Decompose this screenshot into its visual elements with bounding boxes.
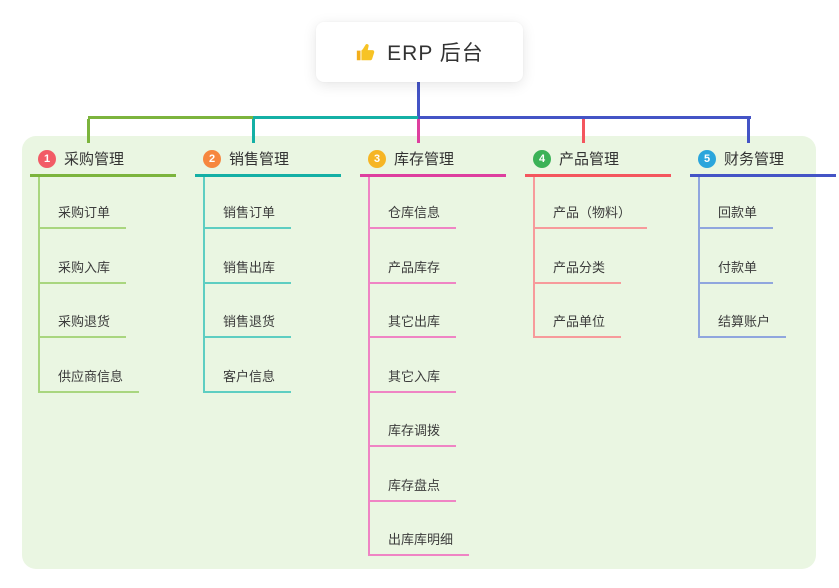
branch-number-badge: 3: [368, 149, 386, 168]
child-node[interactable]: 回款单: [700, 177, 836, 229]
child-node-label: 库存盘点: [370, 475, 457, 502]
branch-children: 仓库信息产品库存其它出库其它入库库存调拨库存盘点出库库明细: [368, 177, 506, 556]
branches-panel: [22, 136, 816, 569]
branch-number-badge: 5: [698, 149, 716, 168]
child-node-label: 出库库明细: [370, 529, 470, 556]
connector-line: [252, 119, 255, 143]
branch-number-badge: 4: [533, 149, 551, 168]
connector-line: [253, 116, 418, 119]
child-node-label: 仓库信息: [370, 202, 457, 229]
branch-children: 销售订单销售出库销售退货客户信息: [203, 177, 341, 393]
child-node-label: 客户信息: [205, 366, 292, 393]
connector-line: [417, 119, 420, 143]
child-node-label: 库存调拨: [370, 420, 457, 447]
child-node[interactable]: 产品库存: [370, 229, 506, 284]
branch-children: 采购订单采购入库采购退货供应商信息: [38, 177, 176, 393]
child-node[interactable]: 采购入库: [40, 229, 176, 284]
child-node-label: 产品库存: [370, 257, 457, 284]
child-node-label: 产品分类: [535, 257, 622, 284]
child-node[interactable]: 库存调拨: [370, 393, 506, 447]
connector-line: [418, 116, 751, 119]
branch-number-badge: 2: [203, 149, 221, 168]
branch-header[interactable]: 4 产品管理: [525, 143, 671, 177]
child-node[interactable]: 其它入库: [370, 338, 506, 393]
child-node[interactable]: 销售退货: [205, 284, 341, 338]
thumbs-up-icon: [355, 41, 377, 63]
child-node[interactable]: 产品（物料）: [535, 177, 671, 229]
branch-label: 销售管理: [229, 151, 290, 168]
branch-label: 财务管理: [724, 151, 785, 168]
child-node-label: 产品单位: [535, 311, 622, 338]
child-node[interactable]: 采购退货: [40, 284, 176, 338]
child-node-label: 其它入库: [370, 366, 457, 393]
branch-1: 1 采购管理采购订单采购入库采购退货供应商信息: [30, 143, 176, 393]
child-node[interactable]: 仓库信息: [370, 177, 506, 229]
branch-label: 库存管理: [394, 151, 455, 168]
child-node[interactable]: 采购订单: [40, 177, 176, 229]
child-node[interactable]: 产品分类: [535, 229, 671, 284]
child-node[interactable]: 结算账户: [700, 284, 836, 338]
branch-label: 产品管理: [559, 151, 620, 168]
branch-header[interactable]: 5 财务管理: [690, 143, 836, 177]
child-node-label: 销售订单: [205, 202, 292, 229]
connector-line: [417, 82, 420, 116]
connector-line: [88, 116, 253, 119]
branch-header[interactable]: 3 库存管理: [360, 143, 506, 177]
connector-line: [582, 119, 585, 143]
connector-line: [87, 119, 90, 143]
child-node-label: 采购退货: [40, 311, 127, 338]
branch-header[interactable]: 1 采购管理: [30, 143, 176, 177]
child-node[interactable]: 供应商信息: [40, 338, 176, 393]
child-node-label: 付款单: [700, 257, 774, 284]
branch-children: 产品（物料） 产品分类产品单位: [533, 177, 671, 338]
branch-label: 采购管理: [64, 151, 125, 168]
child-node-label: 回款单: [700, 202, 774, 229]
child-node[interactable]: 其它出库: [370, 284, 506, 338]
child-node-label: 销售出库: [205, 257, 292, 284]
branch-4: 4 产品管理产品（物料） 产品分类产品单位: [525, 143, 671, 338]
branch-number-badge: 1: [38, 149, 56, 168]
child-node-label: 结算账户: [700, 311, 787, 338]
root-node[interactable]: ERP 后台: [316, 22, 523, 82]
child-node[interactable]: 销售出库: [205, 229, 341, 284]
connector-line: [747, 119, 750, 143]
child-node[interactable]: 付款单: [700, 229, 836, 284]
child-node-label: 销售退货: [205, 311, 292, 338]
child-node[interactable]: 出库库明细: [370, 502, 506, 556]
branch-header[interactable]: 2 销售管理: [195, 143, 341, 177]
branch-5: 5 财务管理回款单付款单结算账户: [690, 143, 836, 338]
child-node[interactable]: 产品单位: [535, 284, 671, 338]
child-node[interactable]: 客户信息: [205, 338, 341, 393]
branch-children: 回款单付款单结算账户: [698, 177, 836, 338]
child-node-label: 采购入库: [40, 257, 127, 284]
child-node-label: 产品（物料）: [535, 202, 648, 229]
root-node-label: ERP 后台: [387, 42, 484, 65]
child-node-label: 其它出库: [370, 311, 457, 338]
child-node[interactable]: 库存盘点: [370, 447, 506, 502]
child-node[interactable]: 销售订单: [205, 177, 341, 229]
branch-2: 2 销售管理销售订单销售出库销售退货客户信息: [195, 143, 341, 393]
child-node-label: 供应商信息: [40, 366, 140, 393]
child-node-label: 采购订单: [40, 202, 127, 229]
branch-3: 3 库存管理仓库信息产品库存其它出库其它入库库存调拨库存盘点出库库明细: [360, 143, 506, 556]
